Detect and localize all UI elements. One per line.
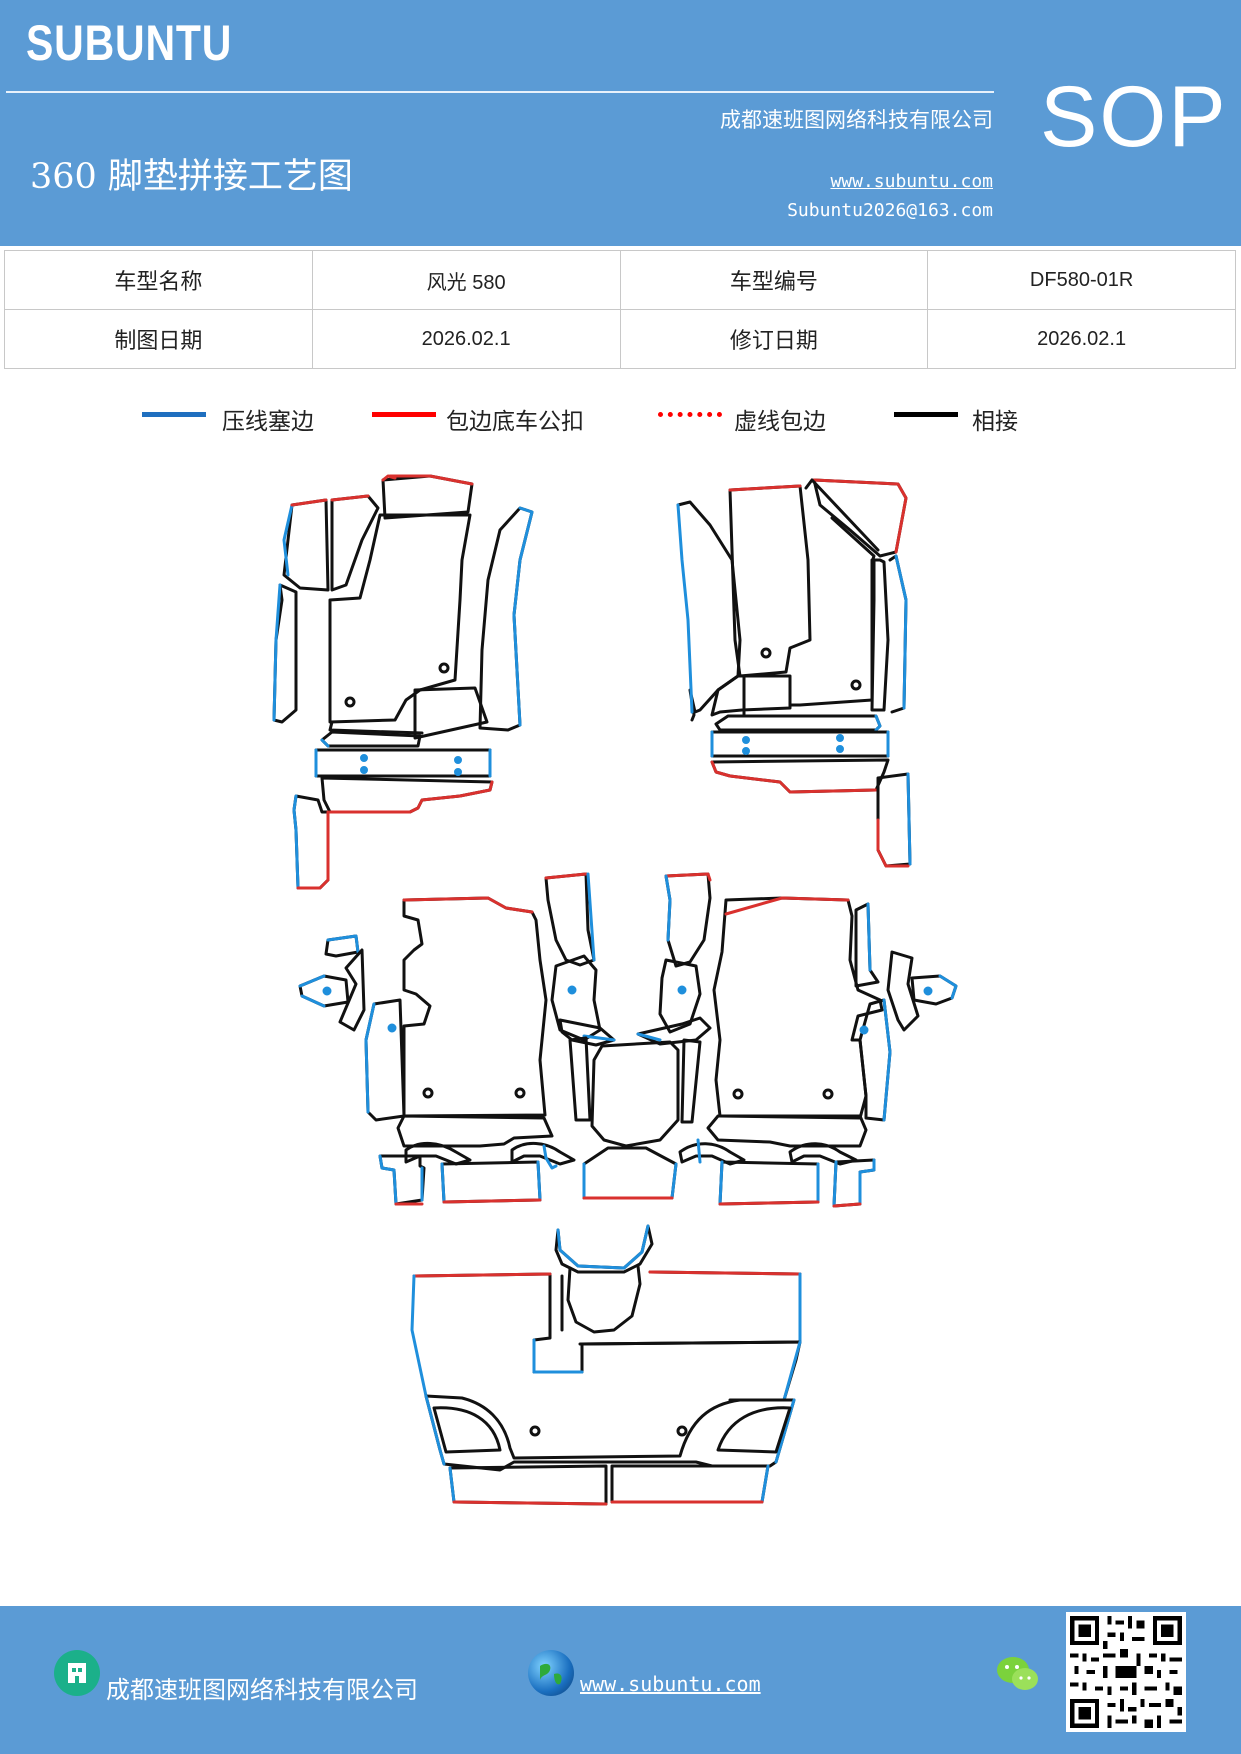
draw-date-value: 2026.02.1 bbox=[311, 309, 621, 369]
front-left-mat bbox=[272, 474, 534, 890]
model-code-label: 车型编号 bbox=[619, 250, 929, 310]
footer-bar: 成都速班图网络科技有限公司 www.subuntu.com bbox=[0, 1606, 1241, 1754]
legend-swatch-red-dotted bbox=[658, 412, 722, 417]
legend-swatch-black bbox=[894, 412, 958, 417]
building-icon bbox=[54, 1650, 100, 1696]
draw-date-label: 制图日期 bbox=[4, 309, 313, 369]
second-row-left-mat bbox=[298, 872, 616, 1206]
header-divider bbox=[6, 91, 994, 93]
model-name-value: 风光 580 bbox=[311, 250, 621, 310]
third-row-mat bbox=[410, 1224, 802, 1506]
revise-date-label: 修订日期 bbox=[619, 309, 929, 369]
table-row: 制图日期 2026.02.1 修订日期 2026.02.1 bbox=[4, 309, 1236, 369]
wechat-icon[interactable] bbox=[996, 1654, 1040, 1694]
sop-badge: SOP bbox=[1040, 69, 1228, 165]
header-banner: SUBUNTU 成都速班图网络科技有限公司 360 脚垫拼接工艺图 www.su… bbox=[0, 0, 1241, 246]
table-row: 车型名称 风光 580 车型编号 DF580-01R bbox=[4, 250, 1236, 310]
model-code-value: DF580-01R bbox=[927, 250, 1236, 310]
legend-label: 虚线包边 bbox=[734, 409, 826, 435]
header-email[interactable]: Subuntu2026@163.com bbox=[787, 200, 993, 221]
info-table: 车型名称 风光 580 车型编号 DF580-01R 制图日期 2026.02.… bbox=[4, 250, 1236, 369]
header-website-link[interactable]: www.subuntu.com bbox=[830, 171, 993, 192]
globe-icon bbox=[528, 1650, 574, 1696]
brand-logo: SUBUNTU bbox=[26, 15, 233, 71]
qr-code bbox=[1066, 1612, 1186, 1732]
second-row-right-mat bbox=[636, 872, 958, 1208]
second-row-centre-mat bbox=[568, 1036, 702, 1200]
floor-mat-diagram bbox=[272, 474, 958, 1506]
legend-label: 压线塞边 bbox=[222, 409, 314, 435]
legend-label: 相接 bbox=[972, 409, 1018, 435]
footer-website-link[interactable]: www.subuntu.com bbox=[580, 1672, 761, 1696]
page-title: 360 脚垫拼接工艺图 bbox=[30, 157, 353, 197]
legend: 压线塞边 包边底车公扣 虚线包边 相接 bbox=[0, 400, 1241, 440]
model-name-label: 车型名称 bbox=[4, 250, 313, 310]
legend-swatch-red bbox=[372, 412, 436, 417]
legend-label: 包边底车公扣 bbox=[446, 409, 584, 435]
legend-swatch-blue bbox=[142, 412, 206, 417]
header-company: 成都速班图网络科技有限公司 bbox=[720, 108, 993, 132]
revise-date-value: 2026.02.1 bbox=[927, 309, 1236, 369]
front-right-mat bbox=[676, 478, 912, 868]
footer-company: 成都速班图网络科技有限公司 bbox=[106, 1676, 418, 1704]
